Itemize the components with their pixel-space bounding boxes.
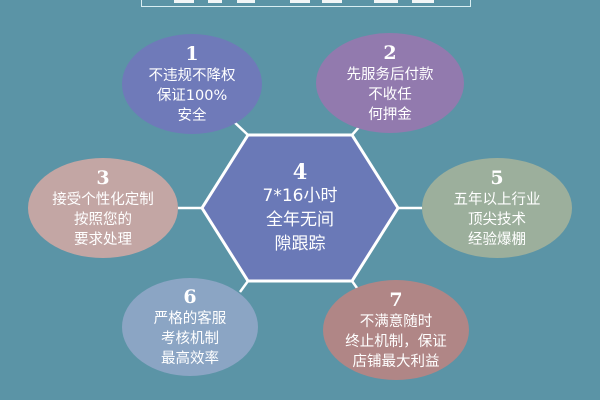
- item-text-line: 隙跟踪: [274, 233, 326, 254]
- item-text-line: 要求处理: [74, 231, 132, 248]
- item-text-line: 不违规不降权: [148, 67, 236, 84]
- item-text-line: 五年以上行业: [453, 191, 541, 208]
- item-text-line: 按照您的: [74, 211, 132, 228]
- item-text-line: 7*16小时: [262, 185, 338, 206]
- center-item-4: 4 7*16小时 全年无间 隙跟踪: [212, 148, 388, 268]
- item-5-bubble: 5 五年以上行业 顶尖技术 经验爆棚: [422, 158, 572, 258]
- title-banner-clipped: [141, 0, 471, 7]
- item-7-bubble: 7 不满意随时 终止机制，保证 店铺最大利益: [323, 280, 469, 380]
- item-number: 4: [292, 158, 308, 184]
- item-number: 3: [96, 166, 110, 189]
- item-text-line: 何押金: [368, 106, 412, 123]
- item-number: 1: [185, 42, 199, 65]
- item-text-line: 先服务后付款: [346, 66, 434, 83]
- item-text-line: 最高效率: [161, 350, 219, 367]
- item-text-line: 店铺最大利益: [352, 353, 440, 370]
- item-number: 7: [389, 288, 403, 311]
- item-text-line: 不满意随时: [359, 313, 433, 330]
- item-number: 5: [490, 166, 504, 189]
- item-number: 6: [183, 285, 197, 308]
- item-6-bubble: 6 严格的客服 考核机制 最高效率: [122, 278, 258, 376]
- item-text-line: 终止机制，保证: [345, 333, 447, 350]
- item-text-line: 考核机制: [161, 330, 219, 347]
- item-1-bubble: 1 不违规不降权 保证100% 安全: [122, 34, 262, 134]
- item-text-line: 全年无间: [266, 209, 334, 230]
- item-text-line: 保证100%: [156, 87, 228, 104]
- item-number: 2: [383, 41, 397, 64]
- item-text-line: 不收任: [368, 86, 412, 103]
- item-text-line: 经验爆棚: [468, 231, 526, 248]
- item-3-bubble: 3 接受个性化定制 按照您的 要求处理: [28, 158, 178, 258]
- item-text-line: 接受个性化定制: [52, 191, 154, 208]
- item-text-line: 严格的客服: [153, 310, 227, 327]
- item-text-line: 安全: [177, 107, 207, 124]
- item-2-bubble: 2 先服务后付款 不收任 何押金: [316, 33, 464, 133]
- item-text-line: 顶尖技术: [468, 211, 526, 228]
- title-text-clipped: [142, 0, 470, 3]
